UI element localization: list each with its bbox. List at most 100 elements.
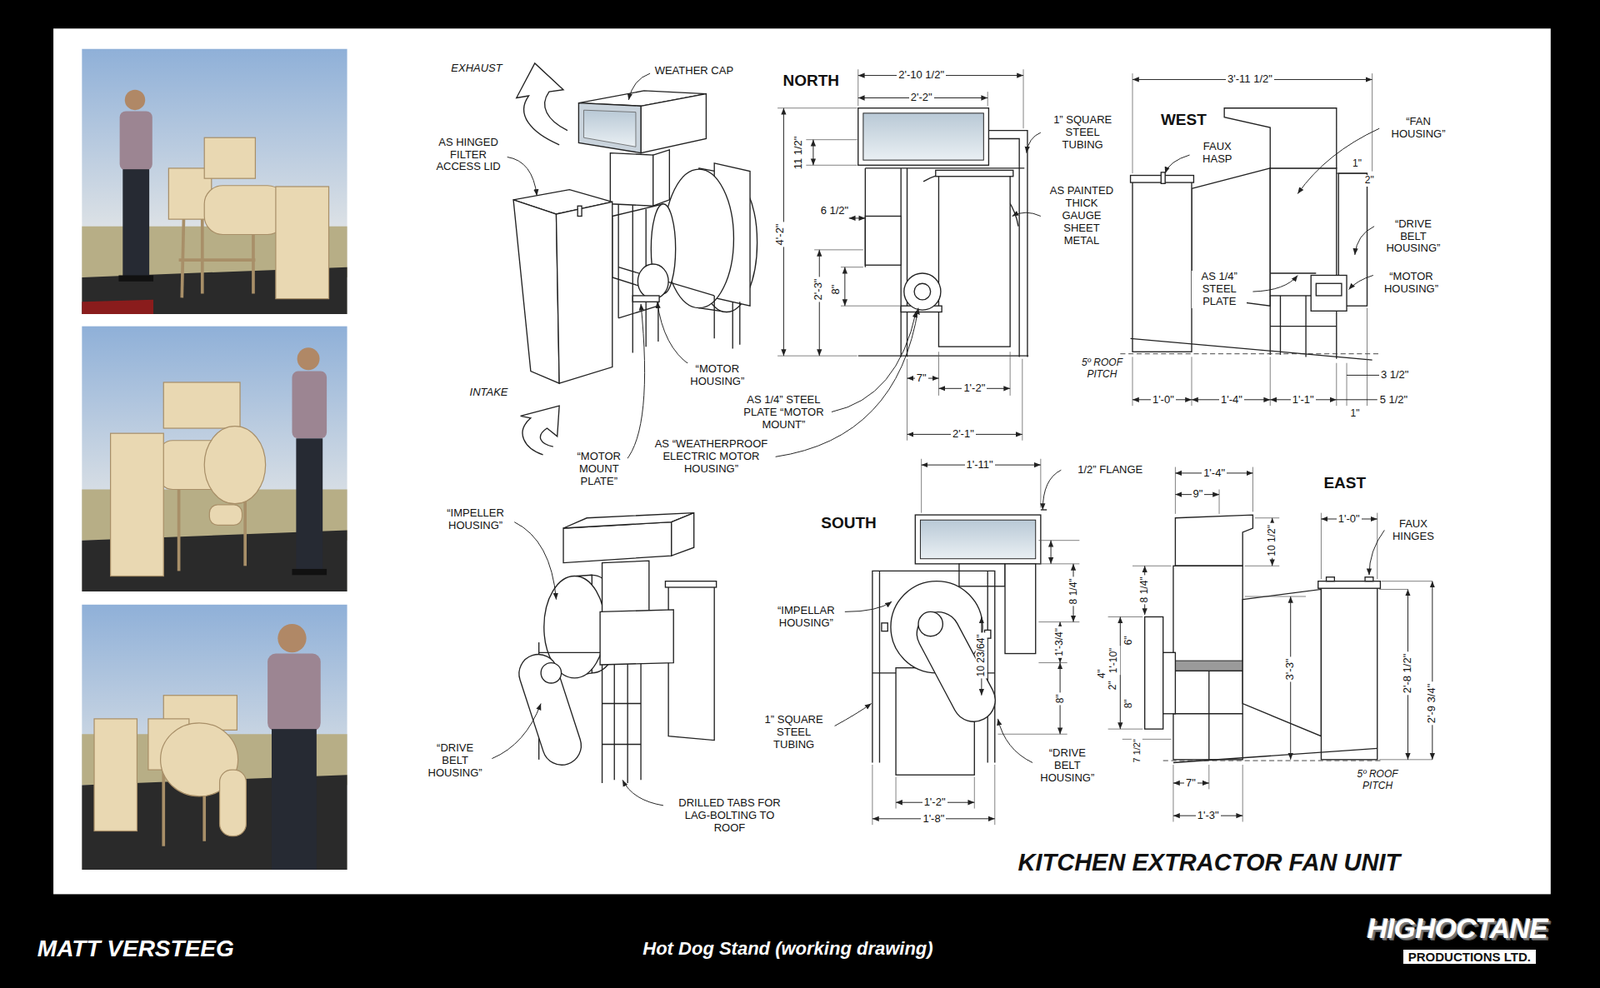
callout-label: AS “WEATHERPROOF ELECTRIC MOTOR HOUSING” [650,438,771,476]
north-elevation-part [812,140,814,166]
east-elevation-part [1376,513,1378,580]
north-elevation-part [938,175,1010,348]
south-elevation-part [1040,459,1041,509]
render-one-part [118,275,154,281]
west-elevation-part [1270,295,1271,355]
east-elevation-part [1173,748,1378,763]
render-two-part [295,438,323,571]
render-three-part [267,654,321,732]
render-one-part [200,209,205,295]
dimension-text: 10 23/64" [975,633,988,680]
iso-view-lower-part [514,649,587,770]
dimension-text: 4" [1096,668,1109,681]
dimension-text: 1'-11" [965,459,995,472]
leader-line-part [1042,470,1061,510]
south-elevation-part [997,734,1067,735]
north-elevation-part [906,168,908,357]
dimension-text: 2'-8 1/2" [1401,651,1415,695]
logo-text: HIGHOCTANE [1365,912,1550,945]
dimension-text: 4'-2" [774,222,787,248]
west-elevation-part [1132,356,1134,406]
iso-view-upper-part [610,153,653,207]
callout-label: “IMPELLAR HOUSING” [767,605,845,630]
east-elevation-part [1145,616,1164,730]
dimension-text: 3 1/2" [1379,369,1411,382]
north-elevation-part [805,139,857,140]
west-elevation-part [1335,310,1337,360]
east-elevation-part [1173,660,1243,671]
west-elevation-part [1366,308,1368,406]
iso-view-upper-part [516,63,568,145]
dimension-text: 7" [915,372,929,385]
iso-view-upper-part [637,264,669,300]
dimension-text: 1'-2" [961,382,987,395]
north-elevation-part [777,355,857,357]
dimension-text: 8" [830,283,844,297]
iso-view-upper-part [657,295,659,342]
south-elevation-part [1050,540,1052,565]
dimension-text: 1'-0" [1336,513,1362,526]
dimension-text: 1" [1350,158,1364,170]
render-one-part [181,209,184,298]
east-elevation-part [1379,589,1408,590]
east-elevation-part [1365,577,1374,582]
view-heading: WEST [1159,110,1209,130]
south-elevation-part [959,564,1005,587]
dimension-text: 1” SQUARE STEEL TUBING [758,714,830,752]
east-elevation-part [1173,565,1243,663]
north-elevation-part [1021,359,1023,441]
leader-line-part [775,308,919,458]
west-elevation [1120,73,1380,406]
leader-line-part [835,704,872,727]
south-elevation-part [987,570,989,763]
dimension-text: 10 1/2" [1266,523,1279,559]
leader-line-part [507,156,537,196]
east-elevation-part [1172,765,1174,823]
leader-line-part [1026,132,1041,153]
sheet-ground-part [53,28,1551,895]
view-heading: SOUTH [819,514,879,533]
render-two-part [110,433,165,576]
east-elevation-part [1320,513,1322,580]
west-elevation-part [1132,73,1134,174]
south-elevation-part [920,459,922,514]
iso-view-lower-part [600,610,674,665]
callout-label: AS 1/4” STEEL PLATE “MOTOR MOUNT” [738,394,830,432]
leader-line-part [1297,128,1380,194]
east-elevation-part [1320,586,1377,760]
flow-label: INTAKE [468,386,510,400]
north-elevation-part [865,215,901,265]
render-one-part [81,300,154,315]
leader-line-part [625,304,645,461]
east-elevation-part [1431,581,1433,760]
leader-line-part [628,73,650,100]
north-elevation-part [858,355,1029,356]
north-elevation [777,69,1029,441]
render-three-part [220,770,247,837]
east-elevation-part [1379,759,1433,760]
dimension-text: 2'-10 1/2" [896,69,946,82]
west-elevation-part [1270,325,1337,327]
dimension-text: 2'-1" [950,428,976,441]
dimension-text: 8" [1122,697,1135,710]
dimension-text: 3'-3" [1284,656,1297,682]
sheet-title: KITCHEN EXTRACTOR FAN UNIT [1016,849,1403,877]
dimension-text: 2" [1363,175,1376,187]
render-one-part [204,137,255,179]
leader-line-part [1348,275,1373,290]
south-elevation-part [909,605,1003,730]
dimension-text: 2" [1107,679,1120,692]
callout-label: FAUX HASP [1195,140,1240,166]
south-elevation-part [1038,540,1080,541]
north-elevation-part [840,305,900,307]
leader-line-part [1252,275,1298,292]
west-elevation-part [1310,275,1347,311]
callout-label: “IMPELLER HOUSING” [437,507,515,533]
iso-view-lower-part [668,581,715,741]
dimension-text: 1'-10" [1108,646,1120,676]
south-elevation-part [879,570,880,763]
east-elevation-part [1326,577,1335,582]
leader-line [491,73,1385,806]
callout-label: “MOTOR HOUSING” [1375,270,1446,296]
